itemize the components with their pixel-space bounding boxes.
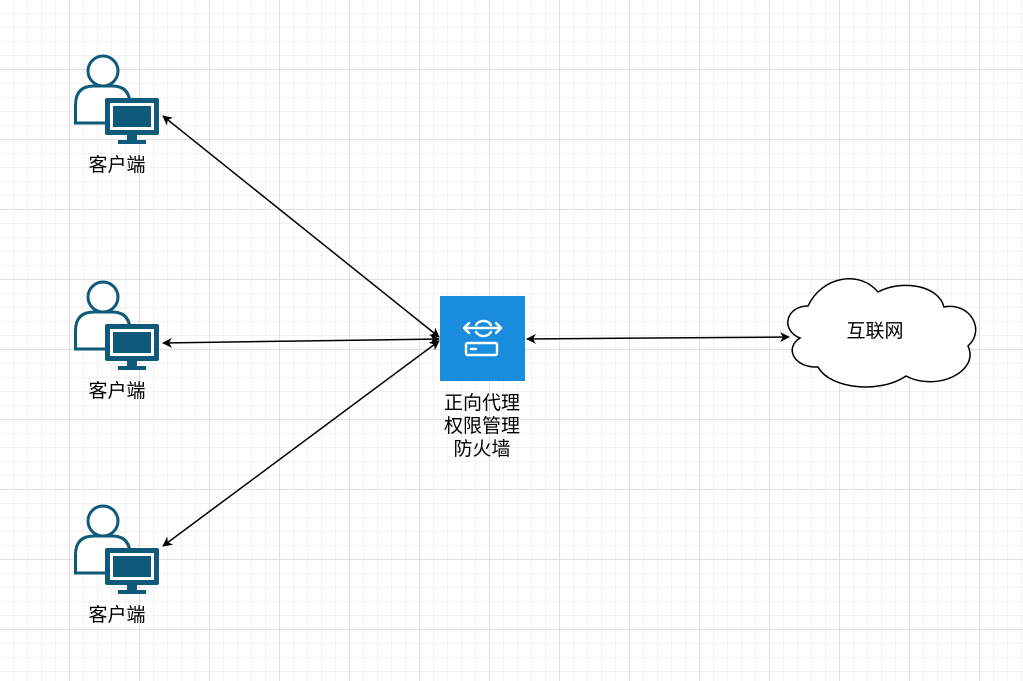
proxy-node[interactable]	[440, 296, 525, 381]
proxy-label-line-2: 权限管理	[443, 415, 520, 437]
proxy-label-line-1: 正向代理	[443, 392, 520, 414]
client-1-icon[interactable]	[74, 54, 160, 144]
proxy-sync-icon	[462, 319, 503, 357]
client-3-icon[interactable]	[74, 504, 160, 594]
client-2-icon[interactable]	[74, 280, 160, 370]
client-3-label: 客户端	[88, 604, 146, 626]
connector-client-1-proxy[interactable]	[162, 115, 440, 338]
connector-client-3-proxy[interactable]	[162, 340, 440, 547]
client-2-label: 客户端	[88, 380, 146, 402]
proxy-label-line-3: 防火墙	[453, 438, 511, 460]
connector-proxy-internet[interactable]	[526, 332, 790, 344]
proxy-box[interactable]	[440, 296, 525, 381]
proxy-label: 正向代理 权限管理 防火墙	[422, 392, 542, 461]
connector-client-2-proxy[interactable]	[162, 334, 440, 348]
internet-label: 互联网	[846, 320, 904, 342]
internet-cloud[interactable]	[787, 278, 977, 388]
client-1-label: 客户端	[88, 154, 146, 176]
